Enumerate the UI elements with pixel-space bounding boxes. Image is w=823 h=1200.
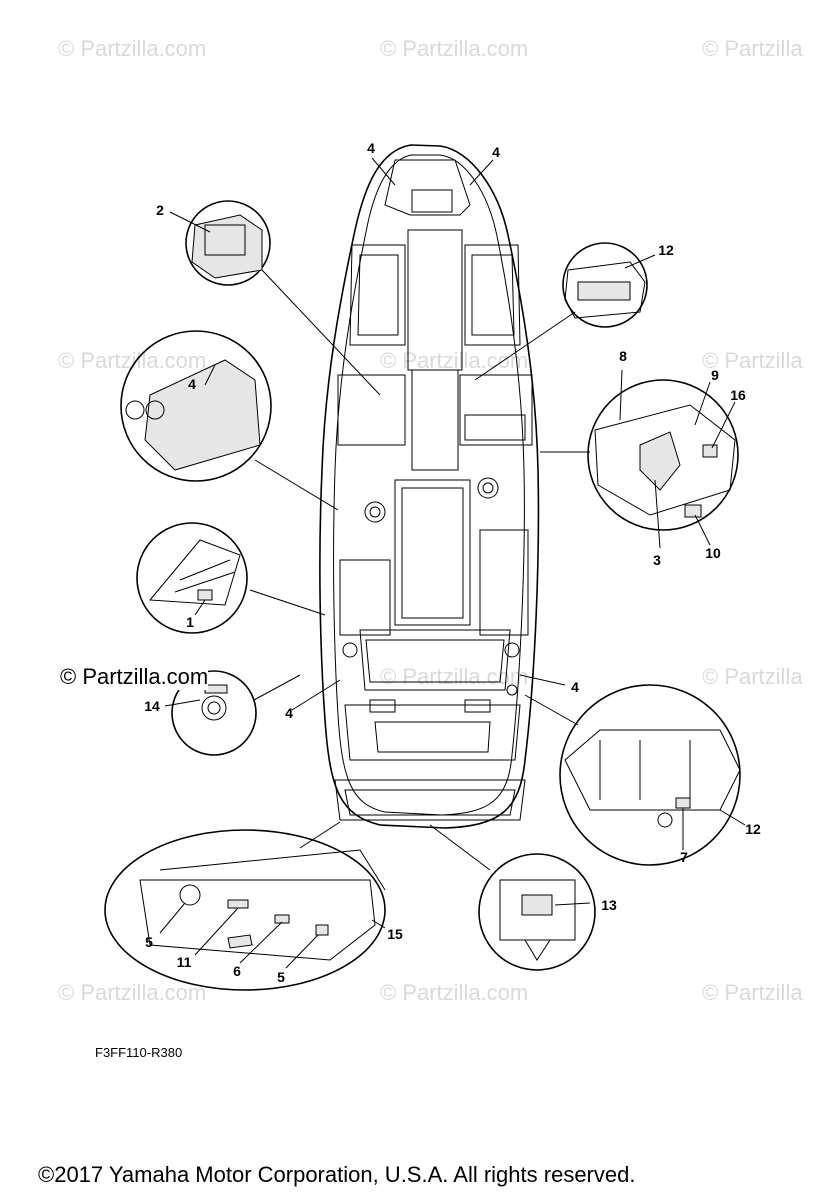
callout-number: 12 (658, 242, 674, 258)
callout-number: 12 (745, 821, 761, 837)
watermark: © Partzilla.com (380, 980, 529, 1005)
callout-number: 1 (186, 614, 194, 630)
watermark: © Partzilla (702, 980, 803, 1005)
boat-hull (319, 144, 540, 829)
callout-number: 16 (730, 387, 746, 403)
callout-number: 4 (367, 140, 375, 156)
callout-number: 11 (176, 954, 192, 970)
watermark: © Partzilla (702, 664, 803, 689)
watermark: © Partzilla.com (58, 36, 207, 61)
copyright-notice: ©2017 Yamaha Motor Corporation, U.S.A. A… (38, 1162, 636, 1187)
callout-number: 4 (492, 144, 500, 160)
watermark: © Partzilla.com (58, 980, 207, 1005)
watermark: © Partzilla (702, 348, 803, 373)
watermark: © Partzilla (702, 36, 803, 61)
callout-number: 4 (188, 376, 196, 392)
callout-number: 2 (156, 202, 164, 218)
callout-number: 8 (619, 348, 627, 364)
callout-number: 3 (653, 552, 661, 568)
callout-number: 9 (711, 367, 719, 383)
callout-number: 7 (680, 849, 688, 865)
callout-number: 5 (277, 969, 285, 985)
brand-watermark: © Partzilla.com (60, 664, 209, 690)
watermark: © Partzilla.com (380, 664, 529, 689)
callout-number: 5 (145, 934, 153, 950)
leader-lines (159, 157, 746, 969)
callout-number: 4 (285, 705, 293, 721)
detail-insets (104, 200, 741, 991)
callout-number: 10 (705, 545, 721, 561)
callout-number: 13 (601, 897, 617, 913)
callout-number: 14 (144, 698, 160, 714)
callout-number: 15 (387, 926, 403, 942)
watermark: © Partzilla.com (58, 348, 207, 373)
callout-number: 6 (233, 963, 241, 979)
callout-number: 4 (571, 679, 579, 695)
watermark: © Partzilla.com (380, 36, 529, 61)
diagram-code: F3FF110-R380 (95, 1045, 183, 1060)
